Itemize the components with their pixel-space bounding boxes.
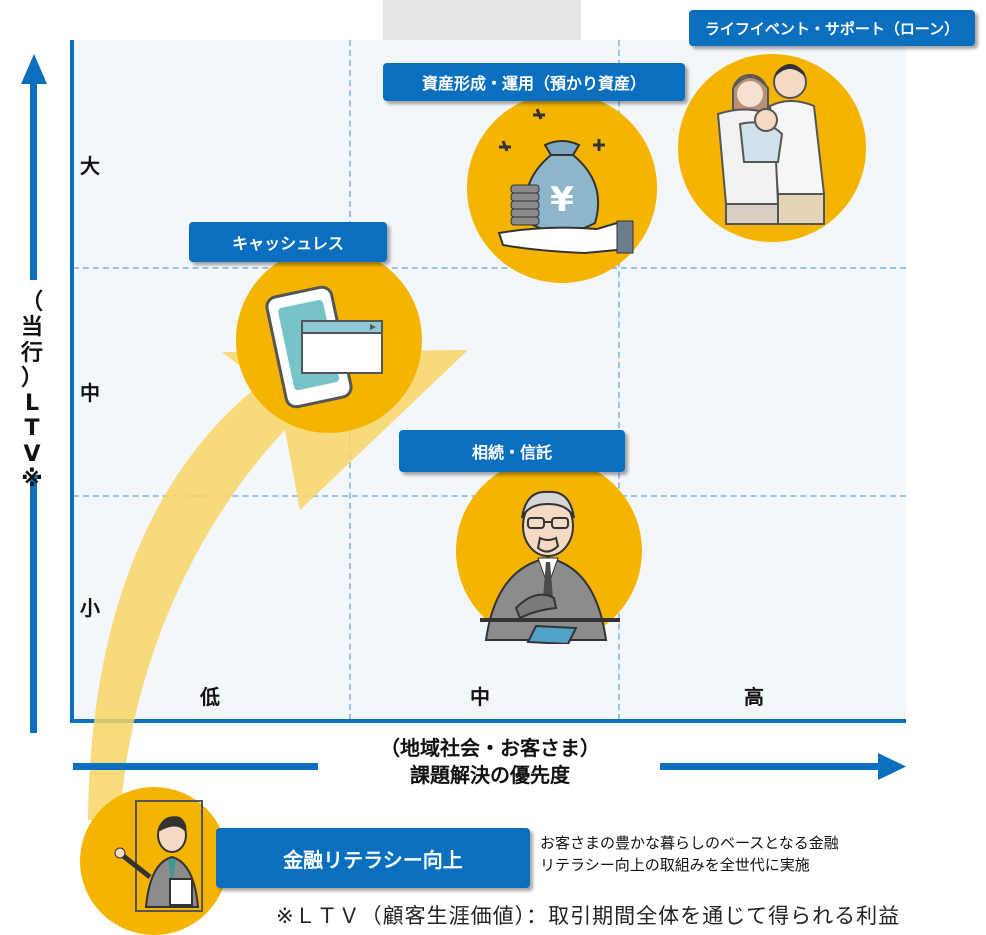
x-level-high: 高 bbox=[744, 685, 764, 709]
x-axis-line bbox=[70, 719, 906, 723]
ltv-footnote: ※ＬＴＶ（顧客生涯価値）：取引期間全体を通じて得られる利益 bbox=[276, 904, 901, 928]
y-title-char: ※ bbox=[21, 467, 43, 493]
top-grey-block bbox=[383, 0, 581, 40]
x-axis-title-line1: （地域社会・お客さま） bbox=[380, 736, 600, 760]
money-bag-icon: ¥ bbox=[497, 108, 634, 255]
y-axis-arrow-shaft bbox=[30, 80, 37, 280]
tag-life-event: ライフイベント・サポート（ローン） bbox=[689, 10, 975, 46]
tag-inheritance: 相続・信託 bbox=[399, 430, 625, 472]
literacy-circle bbox=[80, 787, 228, 935]
y-title-char: V bbox=[23, 441, 41, 467]
tag-literacy: 金融リテラシー向上 bbox=[216, 828, 530, 888]
tag-cashless: キャッシュレス bbox=[189, 222, 387, 262]
x-level-low: 低 bbox=[200, 685, 220, 709]
svg-text:¥: ¥ bbox=[550, 180, 574, 220]
x-axis-title: （地域社会・お客さま） 課題解決の優先度 bbox=[320, 735, 660, 789]
grid-line-h1 bbox=[73, 267, 906, 269]
tag-asset: 資産形成・運用（預かり資産） bbox=[383, 63, 685, 101]
teacher-icon bbox=[114, 800, 203, 912]
y-level-high: 大 bbox=[80, 154, 100, 178]
family-icon bbox=[716, 64, 826, 225]
x-axis-arrowhead bbox=[878, 753, 906, 780]
cashless-circle bbox=[236, 247, 422, 433]
description-line2: リテラシー向上の取組みを全世代に実施 bbox=[540, 855, 810, 874]
y-axis-title: （ 当 行 ） L T V ※ bbox=[12, 290, 52, 492]
x-level-mid: 中 bbox=[470, 685, 490, 709]
literacy-description: お客さまの豊かな暮らしのベースとなる金融 リテラシー向上の取組みを全世代に実施 bbox=[540, 833, 960, 877]
x-axis-arrow-right bbox=[660, 763, 882, 770]
x-axis-title-line2: 課題解決の優先度 bbox=[410, 763, 570, 787]
y-title-char: 行 bbox=[20, 340, 43, 366]
y-level-low: 小 bbox=[80, 596, 100, 620]
businessman-icon bbox=[480, 490, 620, 644]
y-title-char: （ bbox=[20, 290, 43, 315]
y-title-char: 当 bbox=[20, 315, 43, 341]
y-title-char: ） bbox=[20, 365, 43, 391]
inheritance-circle bbox=[456, 458, 642, 644]
y-title-char: L bbox=[24, 391, 40, 417]
y-axis-arrow-shaft-lower bbox=[30, 475, 37, 733]
y-title-char: T bbox=[24, 416, 40, 442]
life-event-circle bbox=[678, 54, 866, 242]
asset-circle: ¥ bbox=[467, 93, 657, 283]
tablet-icon bbox=[265, 285, 383, 409]
y-level-mid: 中 bbox=[80, 381, 100, 405]
grid-line-v2 bbox=[618, 40, 620, 720]
y-axis-line bbox=[70, 40, 74, 723]
x-axis-arrow-left bbox=[73, 763, 318, 770]
y-axis-arrowhead bbox=[21, 54, 47, 84]
description-line1: お客さまの豊かな暮らしのベースとなる金融 bbox=[540, 834, 839, 852]
